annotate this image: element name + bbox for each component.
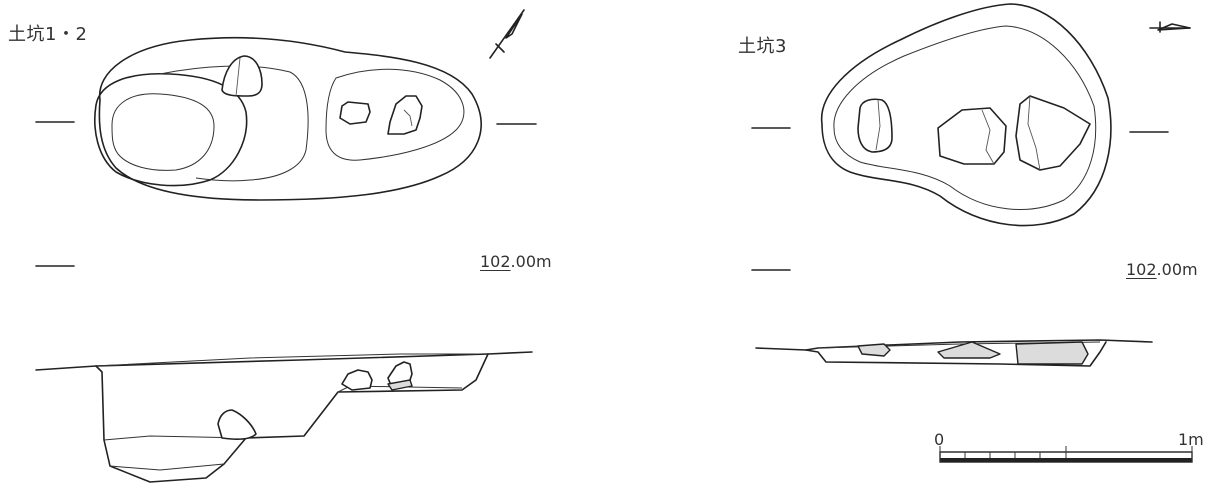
pit-3-label: 土坑3 (738, 36, 787, 57)
stone-3 (387, 95, 423, 135)
pit-1-2-elevation-main: 102 (480, 252, 511, 271)
north-arrow-2-head (1157, 23, 1191, 31)
pit-1-2-label: 土坑1・2 (8, 24, 88, 45)
pit-3-section-stone-3 (1015, 341, 1089, 365)
scale-bar (939, 446, 1193, 463)
stone-1-crack (235, 57, 241, 97)
pit-3-outer-outline (820, 3, 1112, 227)
pit-3-elevation-suffix: .00m (1156, 260, 1198, 279)
stone-1 (221, 55, 263, 97)
pit-3-stone-1 (857, 98, 893, 153)
pit-3-section-stone-2 (937, 341, 1001, 359)
pit-1-2-section-base (109, 463, 225, 471)
north-arrow-1-head (505, 13, 523, 39)
pit-3-stone-2 (937, 107, 1007, 165)
pit-1-2-section-layer (95, 353, 476, 367)
pit-3-section-stone-1 (857, 343, 891, 357)
pit-3-section-profile (805, 341, 1107, 367)
pit-1-oval-outer (94, 72, 248, 187)
north-arrow-1 (489, 9, 525, 59)
stone-3-crack (403, 109, 413, 127)
pit-3-stone-3-crack (1027, 95, 1041, 171)
scale-end-label: 1m (1178, 430, 1204, 449)
pit-1-2-outer-outline (98, 36, 482, 201)
pit-1-2-elevation: 102.00m (480, 252, 552, 271)
stone-2 (339, 101, 371, 125)
north-arrow-1-shaft (489, 9, 525, 59)
pit-1-2-section (35, 351, 533, 483)
pit-1-2-section-inner (103, 435, 247, 441)
pit-3-section-ground (755, 339, 1153, 351)
pit-1-2-section-profile (95, 353, 489, 483)
section-stone-1 (217, 409, 257, 440)
pit-1-oval-inner (111, 93, 215, 171)
pit-3-stone-2-crack (981, 109, 995, 165)
section-stone-3-cut (387, 379, 413, 391)
pit-3-inner-outline (833, 25, 1097, 210)
north-arrow-1-cross (495, 43, 505, 53)
scale-start-label: 0 (934, 430, 945, 449)
pit-3-elevation: 102.00m (1126, 260, 1198, 279)
pit-1-2-section-ground (35, 351, 533, 371)
pit-3-stone-3 (1015, 95, 1091, 171)
scale-bar-fill (940, 458, 1192, 462)
section-stone-2 (341, 369, 373, 391)
pit-1-2-elevation-suffix: .00m (510, 252, 552, 271)
pit-3-stone-1-crack (875, 99, 881, 151)
pit-1-2-plan (94, 36, 482, 201)
pit-3-section (755, 339, 1153, 367)
pit-3-elevation-main: 102 (1126, 260, 1157, 279)
pit-3-plan (820, 3, 1112, 227)
north-arrow-2 (1149, 21, 1191, 33)
pit-2-east-basin (325, 68, 465, 161)
